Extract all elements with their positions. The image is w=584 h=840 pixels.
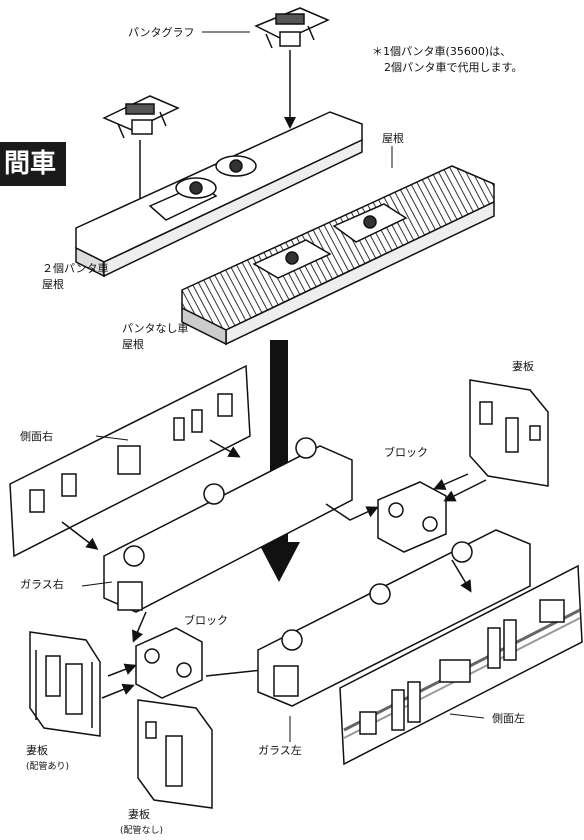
- label-side-left: 側面左: [492, 712, 525, 725]
- label-glass-right: ガラス右: [20, 578, 64, 591]
- car-type-badge: 間車: [0, 142, 66, 186]
- label-roof-nopanta-line1: パンタなし車: [122, 322, 189, 335]
- footnote: ＊1個パンタ車(35600)は、 2個パンタ車で代用します。: [372, 44, 522, 76]
- label-roof-2panta-line2: 屋根: [42, 278, 64, 291]
- label-side-right: 側面右: [20, 430, 53, 443]
- pantograph-right: [254, 7, 330, 49]
- block-upper: [377, 481, 447, 553]
- roof-2-pantograph: [75, 111, 363, 278]
- footnote-line-2: 2個パンタ車で代用します。: [384, 61, 523, 74]
- vent-2: [215, 155, 257, 177]
- end-plate-piping: [29, 631, 101, 737]
- vent-1: [175, 177, 217, 199]
- label-block-lower: ブロック: [184, 614, 228, 627]
- vent-3: [252, 239, 332, 279]
- side-right-panel: [9, 364, 251, 558]
- end-plate-no-piping: [137, 699, 213, 809]
- footnote-line-1: ＊1個パンタ車(35600)は、: [372, 45, 512, 58]
- vent-4: [332, 203, 408, 243]
- label-end-plate-nopiping-line1: 妻板: [128, 808, 150, 821]
- block-lower: [135, 627, 203, 699]
- label-roof: 屋根: [382, 132, 404, 145]
- end-plate-top: [469, 379, 549, 487]
- label-end-plate-piping-line2: (配管あり): [26, 762, 70, 772]
- side-left-panel: [339, 564, 583, 766]
- label-block-upper: ブロック: [384, 446, 428, 459]
- label-glass-left: ガラス左: [258, 744, 302, 757]
- label-end-plate-nopiping-line2: (配管なし): [120, 826, 164, 836]
- label-end-plate-top: 妻板: [512, 360, 534, 373]
- glass-right-frame: [103, 437, 353, 613]
- glass-left-frame: [257, 529, 531, 707]
- label-end-plate-piping-line1: 妻板: [26, 744, 48, 757]
- pantograph-left: [102, 95, 180, 139]
- label-roof-2panta-line1: ２個パンタ車: [42, 262, 109, 275]
- label-pantograph: パンタグラフ: [128, 26, 195, 39]
- label-roof-nopanta-line2: 屋根: [122, 338, 144, 351]
- roof-no-pantograph: [181, 165, 495, 346]
